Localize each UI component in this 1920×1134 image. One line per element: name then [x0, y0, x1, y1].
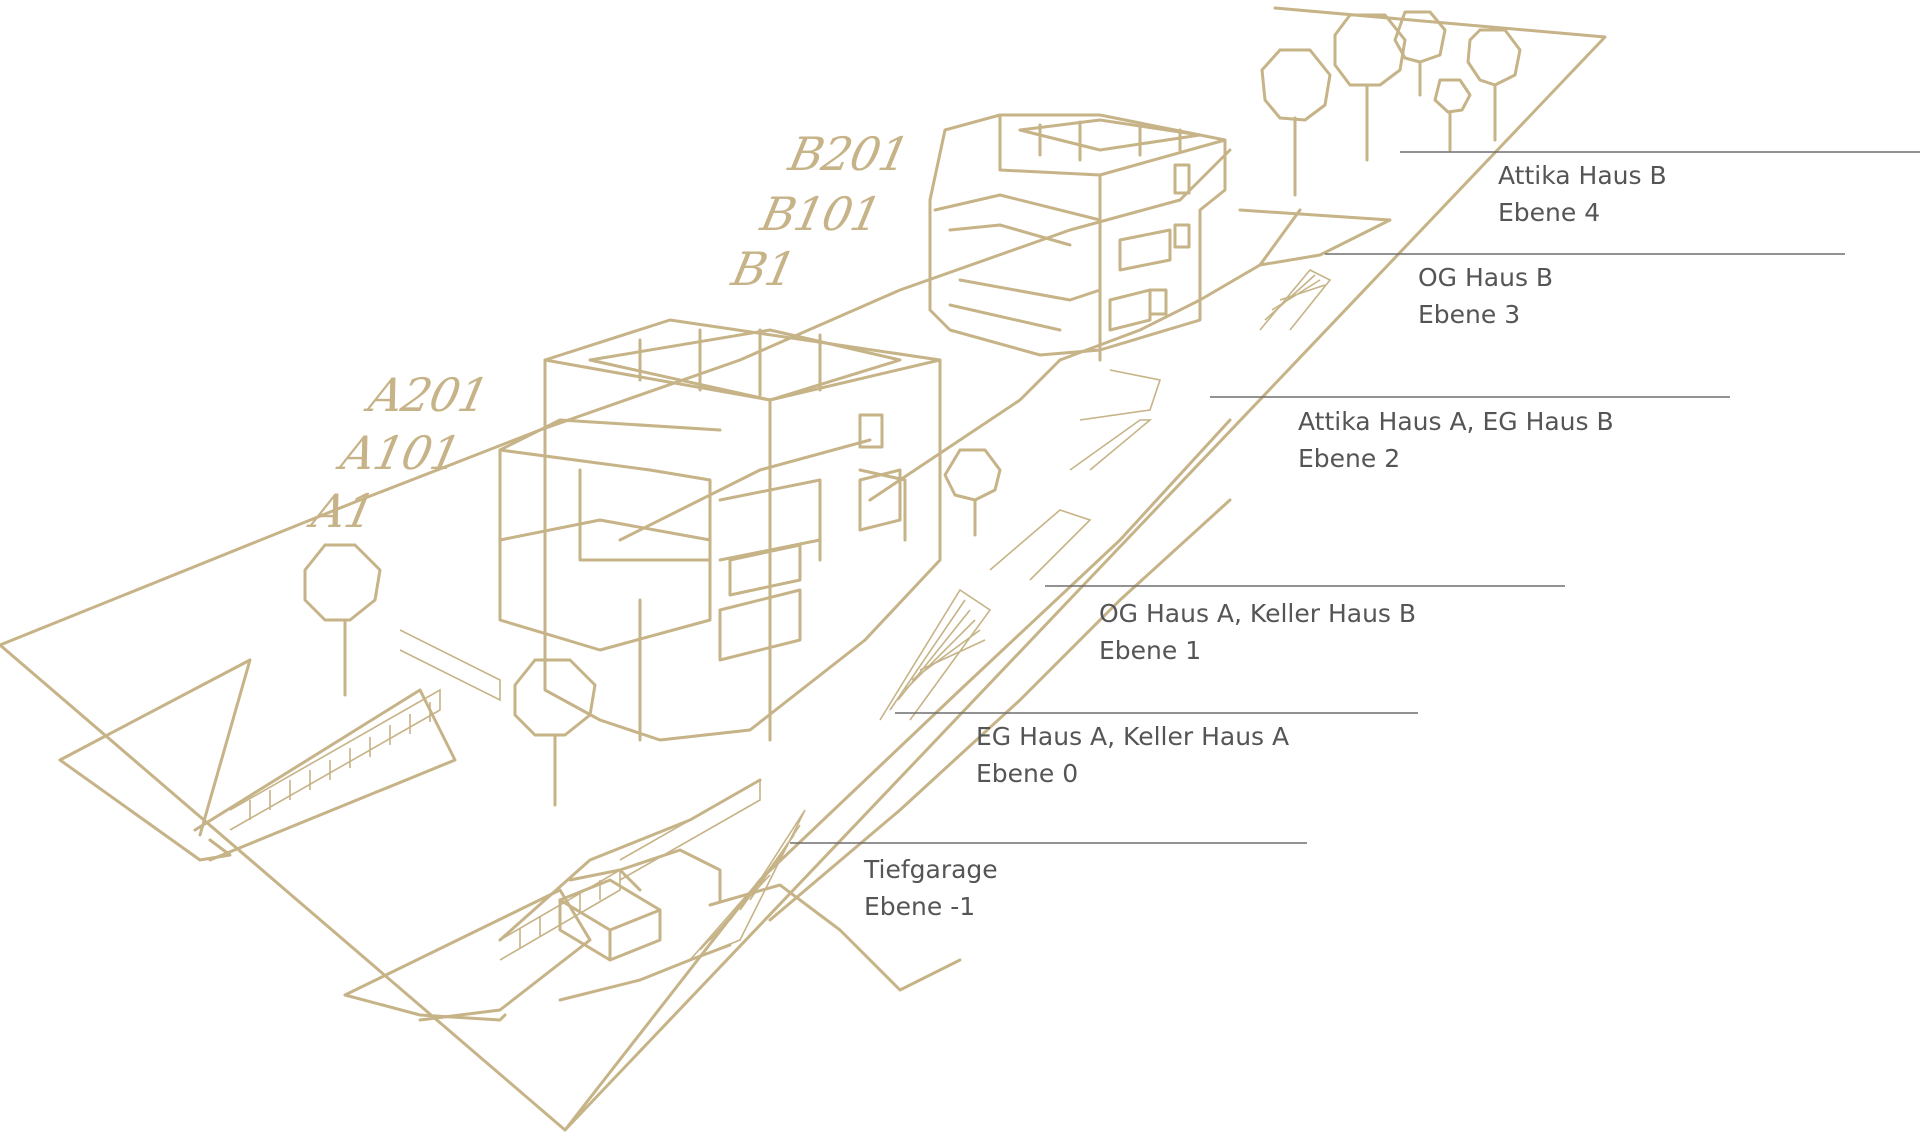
unit-label-b1: B1: [727, 242, 800, 296]
level-label-ebene-2: Attika Haus A, EG Haus B Ebene 2: [1298, 403, 1614, 477]
level-number: Ebene 4: [1498, 198, 1601, 227]
stairs: [689, 269, 1332, 961]
house-b: [928, 113, 1227, 362]
unit-label-b201: B201: [784, 127, 914, 181]
level-name: Attika Haus B: [1498, 161, 1667, 190]
terrain-ramps: [193, 208, 1392, 1132]
unit-label-a201: A201: [364, 368, 493, 422]
level-name: Tiefgarage: [864, 855, 998, 884]
leader-lines: [790, 151, 1920, 844]
unit-label-b101: B101: [756, 187, 886, 241]
level-name: Attika Haus A, EG Haus B: [1298, 407, 1614, 436]
level-name: OG Haus A, Keller Haus B: [1099, 599, 1417, 628]
level-name: EG Haus A, Keller Haus A: [976, 722, 1290, 751]
level-number: Ebene 1: [1099, 636, 1202, 665]
garage-boxes: [558, 848, 722, 962]
trees: [303, 10, 1522, 807]
house-a: [498, 318, 942, 742]
level-number: Ebene 2: [1298, 444, 1401, 473]
level-number: Ebene 3: [1418, 300, 1521, 329]
level-number: Ebene -1: [864, 892, 976, 921]
level-label-ebene-minus1: Tiefgarage Ebene -1: [864, 851, 998, 925]
level-label-ebene-1: OG Haus A, Keller Haus B Ebene 1: [1099, 595, 1416, 669]
unit-label-a101: A101: [336, 426, 465, 480]
level-name: OG Haus B: [1418, 263, 1554, 292]
unit-label-a1: A1: [307, 484, 380, 538]
level-number: Ebene 0: [976, 759, 1079, 788]
level-label-ebene-3: OG Haus B Ebene 3: [1418, 259, 1553, 333]
level-label-ebene-4: Attika Haus B Ebene 4: [1498, 157, 1667, 231]
level-label-ebene-0: EG Haus A, Keller Haus A Ebene 0: [976, 718, 1289, 792]
